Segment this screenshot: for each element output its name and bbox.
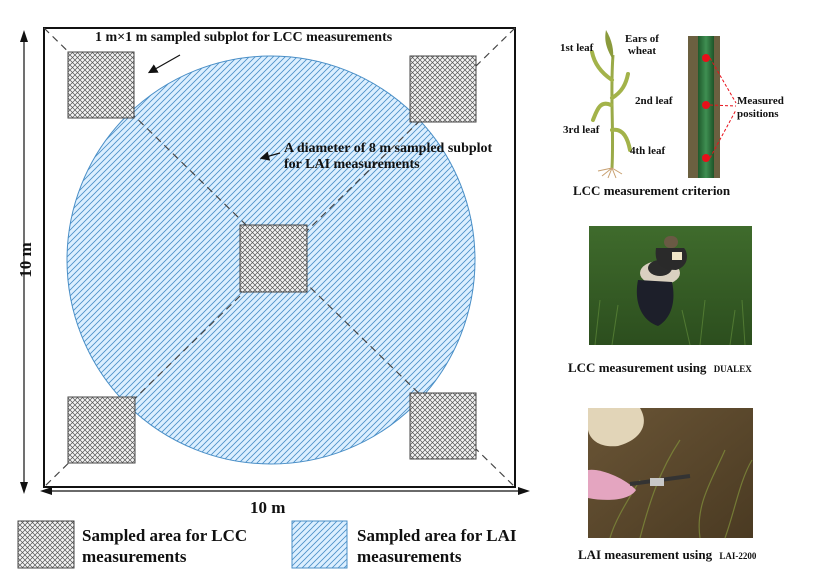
ears-line1: Ears of [625,33,659,45]
measured-position-pointers [709,57,737,159]
caption-dualex: LCC measurement using DUALEX [568,360,752,376]
label-ears-of-wheat: Ears of wheat [625,33,659,57]
caption-lai2200: LAI measurement using LAI-2200 [578,547,756,563]
caption-dualex-device: DUALEX [713,364,752,374]
lcc-subplots [67,51,477,464]
label-1st-leaf: 1st leaf [560,42,594,54]
lcc-square-top-left [67,51,135,119]
lcc-label-arrow [147,54,181,74]
legend-lcc-line2: measurements [82,547,187,566]
measure-dot-1 [702,54,710,62]
lcc-subplot-label: 1 m×1 m sampled subplot for LCC measurem… [95,30,393,45]
measure-dot-3 [702,154,710,162]
lcc-square-bottom-right [409,392,477,460]
lcc-square-center [239,224,308,293]
measure-dot-2 [702,101,710,109]
lcc-square-top-right [409,55,477,123]
legend-lai-line1: Sampled area for LAI [357,526,517,545]
legend-lcc-line1: Sampled area for LCC [82,526,248,545]
caption-lcc-criterion: LCC measurement criterion [573,183,731,198]
lai2200-field-photo [588,408,753,539]
horizontal-arrow-right [518,487,530,495]
lcc-square-bottom-left [67,396,136,464]
plot-width-label: 10 m [250,498,286,517]
caption-dualex-main: LCC measurement using [568,360,707,375]
caption-lai2200-device: LAI-2200 [719,551,757,561]
label-2nd-leaf: 2nd leaf [635,95,673,107]
wheat-plant-illustration [590,30,632,179]
legend-swatch-lcc [17,520,75,569]
lai-subplot-label-line1: A diameter of 8 m sampled subplot [284,141,493,156]
vertical-arrow-bottom [20,482,28,494]
leaf-closeup-photo [688,36,720,178]
vertical-arrow-top [20,30,28,42]
legend-lai-text: Sampled area for LAI measurements [357,525,516,567]
measured-line1: Measured [737,95,784,107]
legend-lcc-text: Sampled area for LCC measurements [82,525,247,567]
legend-swatch-lai [291,520,348,569]
plot-height-label: 10 m [16,242,35,278]
dualex-field-photo [589,226,752,346]
label-3rd-leaf: 3rd leaf [563,124,600,136]
horizontal-arrow-left [40,487,52,495]
lai-label-arrow [259,151,281,161]
caption-lai2200-main: LAI measurement using [578,547,713,562]
legend-lai-line2: measurements [357,547,462,566]
label-measured-positions: Measured positions [737,95,784,121]
lai-subplot-label-line2: for LAI measurements [284,157,420,172]
label-4th-leaf: 4th leaf [630,145,666,157]
ears-line2: wheat [627,45,657,57]
measured-line2: positions [737,108,779,120]
